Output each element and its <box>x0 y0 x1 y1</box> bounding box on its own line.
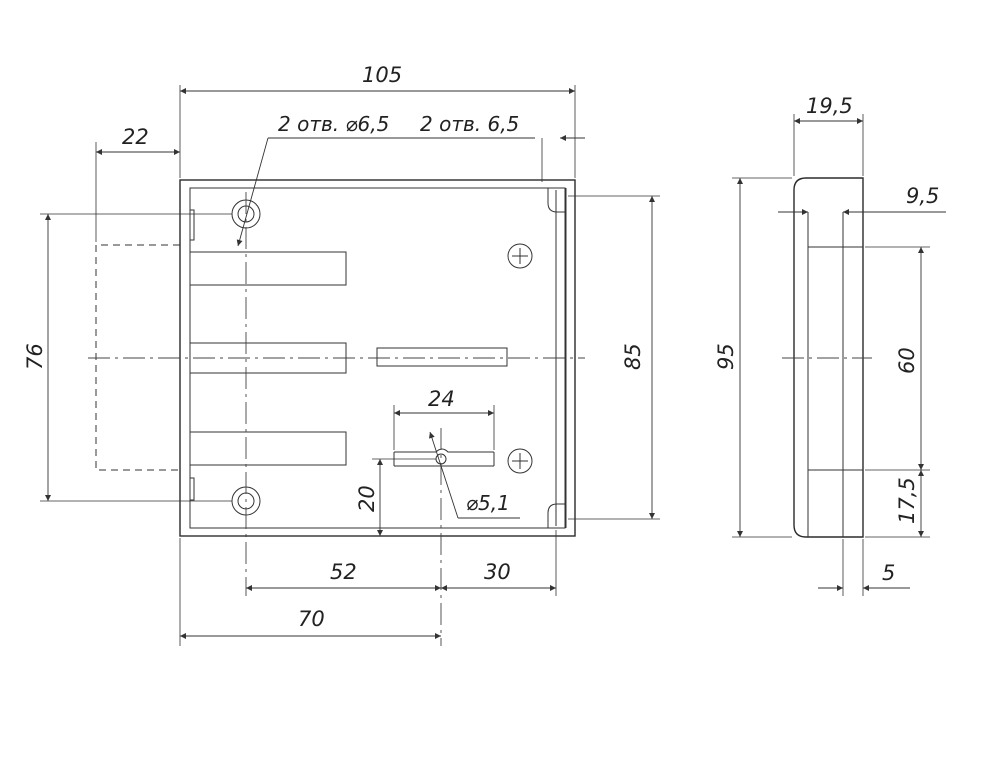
dim-22-label: 22 <box>122 125 149 149</box>
screw-top-icon <box>507 243 533 269</box>
front-view: 105 22 2 отв. ⌀6,5 2 отв. 6,5 76 85 24 2… <box>23 63 660 646</box>
dim-85-label: 85 <box>621 343 645 370</box>
dim-24-label: 24 <box>428 387 455 411</box>
dim-17-5-label: 17,5 <box>895 477 919 524</box>
dim-60-label: 60 <box>895 347 919 374</box>
dim-30-label: 30 <box>484 560 511 584</box>
dim-95-label: 95 <box>714 343 738 370</box>
bolt-bottom <box>189 431 347 466</box>
dim-52-label: 52 <box>330 560 357 584</box>
dim-20-label: 20 <box>355 485 379 512</box>
dim-70-label: 70 <box>298 607 325 631</box>
center-slot <box>376 347 508 367</box>
side-body-outline <box>793 177 864 538</box>
dim-105-label: 105 <box>362 63 402 87</box>
bolt-top <box>189 251 347 286</box>
side-view: 19,5 9,5 95 60 17,5 5 <box>714 94 946 596</box>
dim-5-label: 5 <box>882 561 895 585</box>
strike-plate-hidden <box>95 244 180 471</box>
keyhole <box>393 448 495 467</box>
dim-19-5-label: 19,5 <box>806 94 853 118</box>
screw-bottom-icon <box>507 448 533 474</box>
dim-9-5-label: 9,5 <box>906 184 939 208</box>
note-holes-small: 2 отв. 6,5 <box>420 112 519 136</box>
side-bolt-outline <box>808 246 863 471</box>
note-holes-large: 2 отв. ⌀6,5 <box>278 112 389 136</box>
note-keyhole-diameter: ⌀5,1 <box>466 491 510 515</box>
dim-76-label: 76 <box>23 343 47 370</box>
